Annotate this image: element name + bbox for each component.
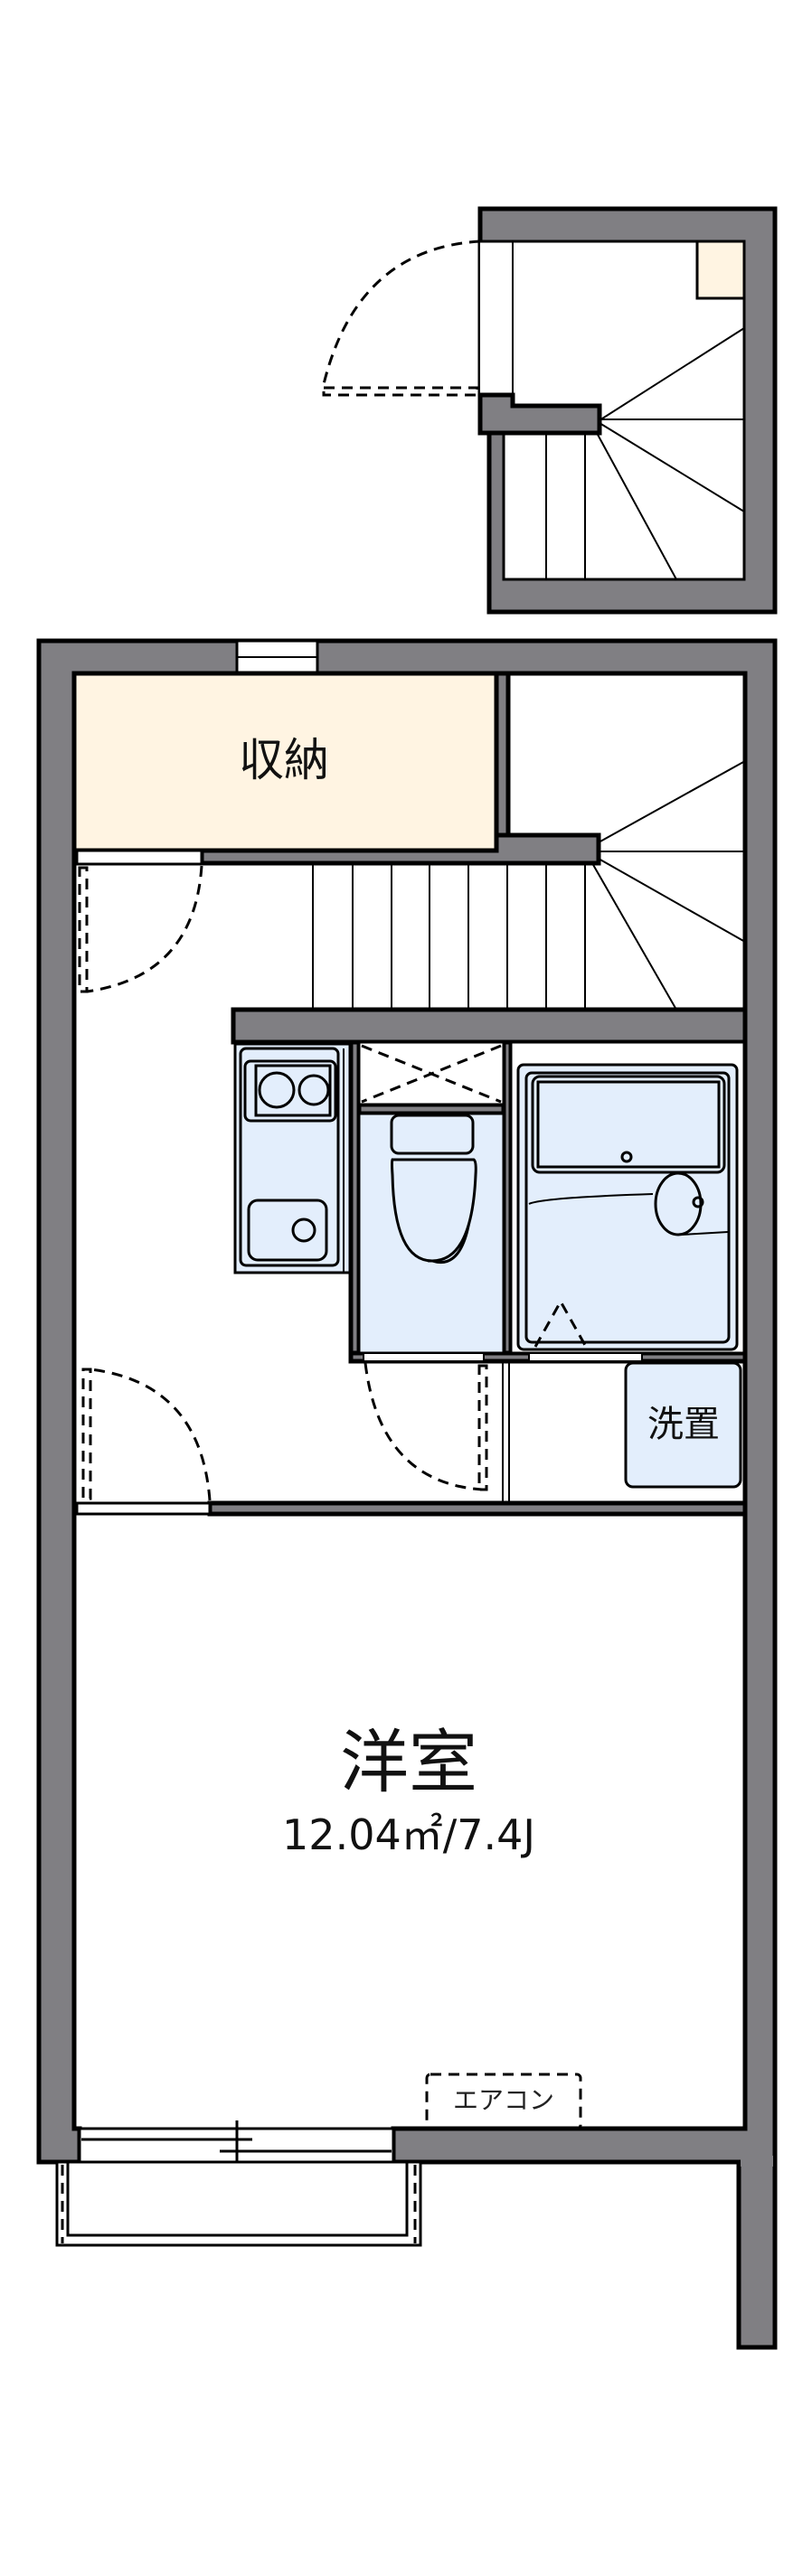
toilet-door-leaf [477, 1364, 488, 1491]
washer-label: 洗置 [647, 1404, 720, 1445]
aircon-label: エアコン [452, 2085, 555, 2115]
sink [247, 1199, 328, 1262]
room-door-swing [90, 1368, 212, 1501]
hall-door-leaf [78, 866, 89, 993]
burner-icon [297, 1074, 330, 1106]
bathroom [509, 1040, 746, 1362]
main-unit [36, 638, 778, 2350]
storage-room [71, 671, 499, 853]
burner-icon [258, 1071, 296, 1109]
basin [654, 1171, 703, 1236]
toilet-room [357, 1112, 505, 1355]
hall-door-swing [86, 865, 203, 993]
toilet-door-swing [364, 1362, 483, 1491]
western-room-label: 洋室 [340, 1722, 477, 1802]
stairs [312, 760, 746, 1011]
entrance-door-leaf [322, 386, 479, 397]
room-door-leaf [81, 1368, 92, 1500]
balcony-window [78, 2120, 395, 2169]
entrance-stair-block [322, 206, 778, 615]
drain-icon [291, 1217, 316, 1243]
aircon-box [425, 2073, 582, 2130]
upper-beige-box [695, 240, 746, 300]
storage-label: 収納 [239, 734, 329, 786]
closet-box [357, 1040, 505, 1106]
western-room-area: 12.04㎡/7.4J [282, 1810, 535, 1859]
entrance-door-swing [322, 240, 481, 385]
balcony [55, 2160, 422, 2247]
kitchen-counter [233, 1042, 353, 1274]
toilet-tank [390, 1114, 475, 1155]
washer-space [624, 1361, 742, 1489]
